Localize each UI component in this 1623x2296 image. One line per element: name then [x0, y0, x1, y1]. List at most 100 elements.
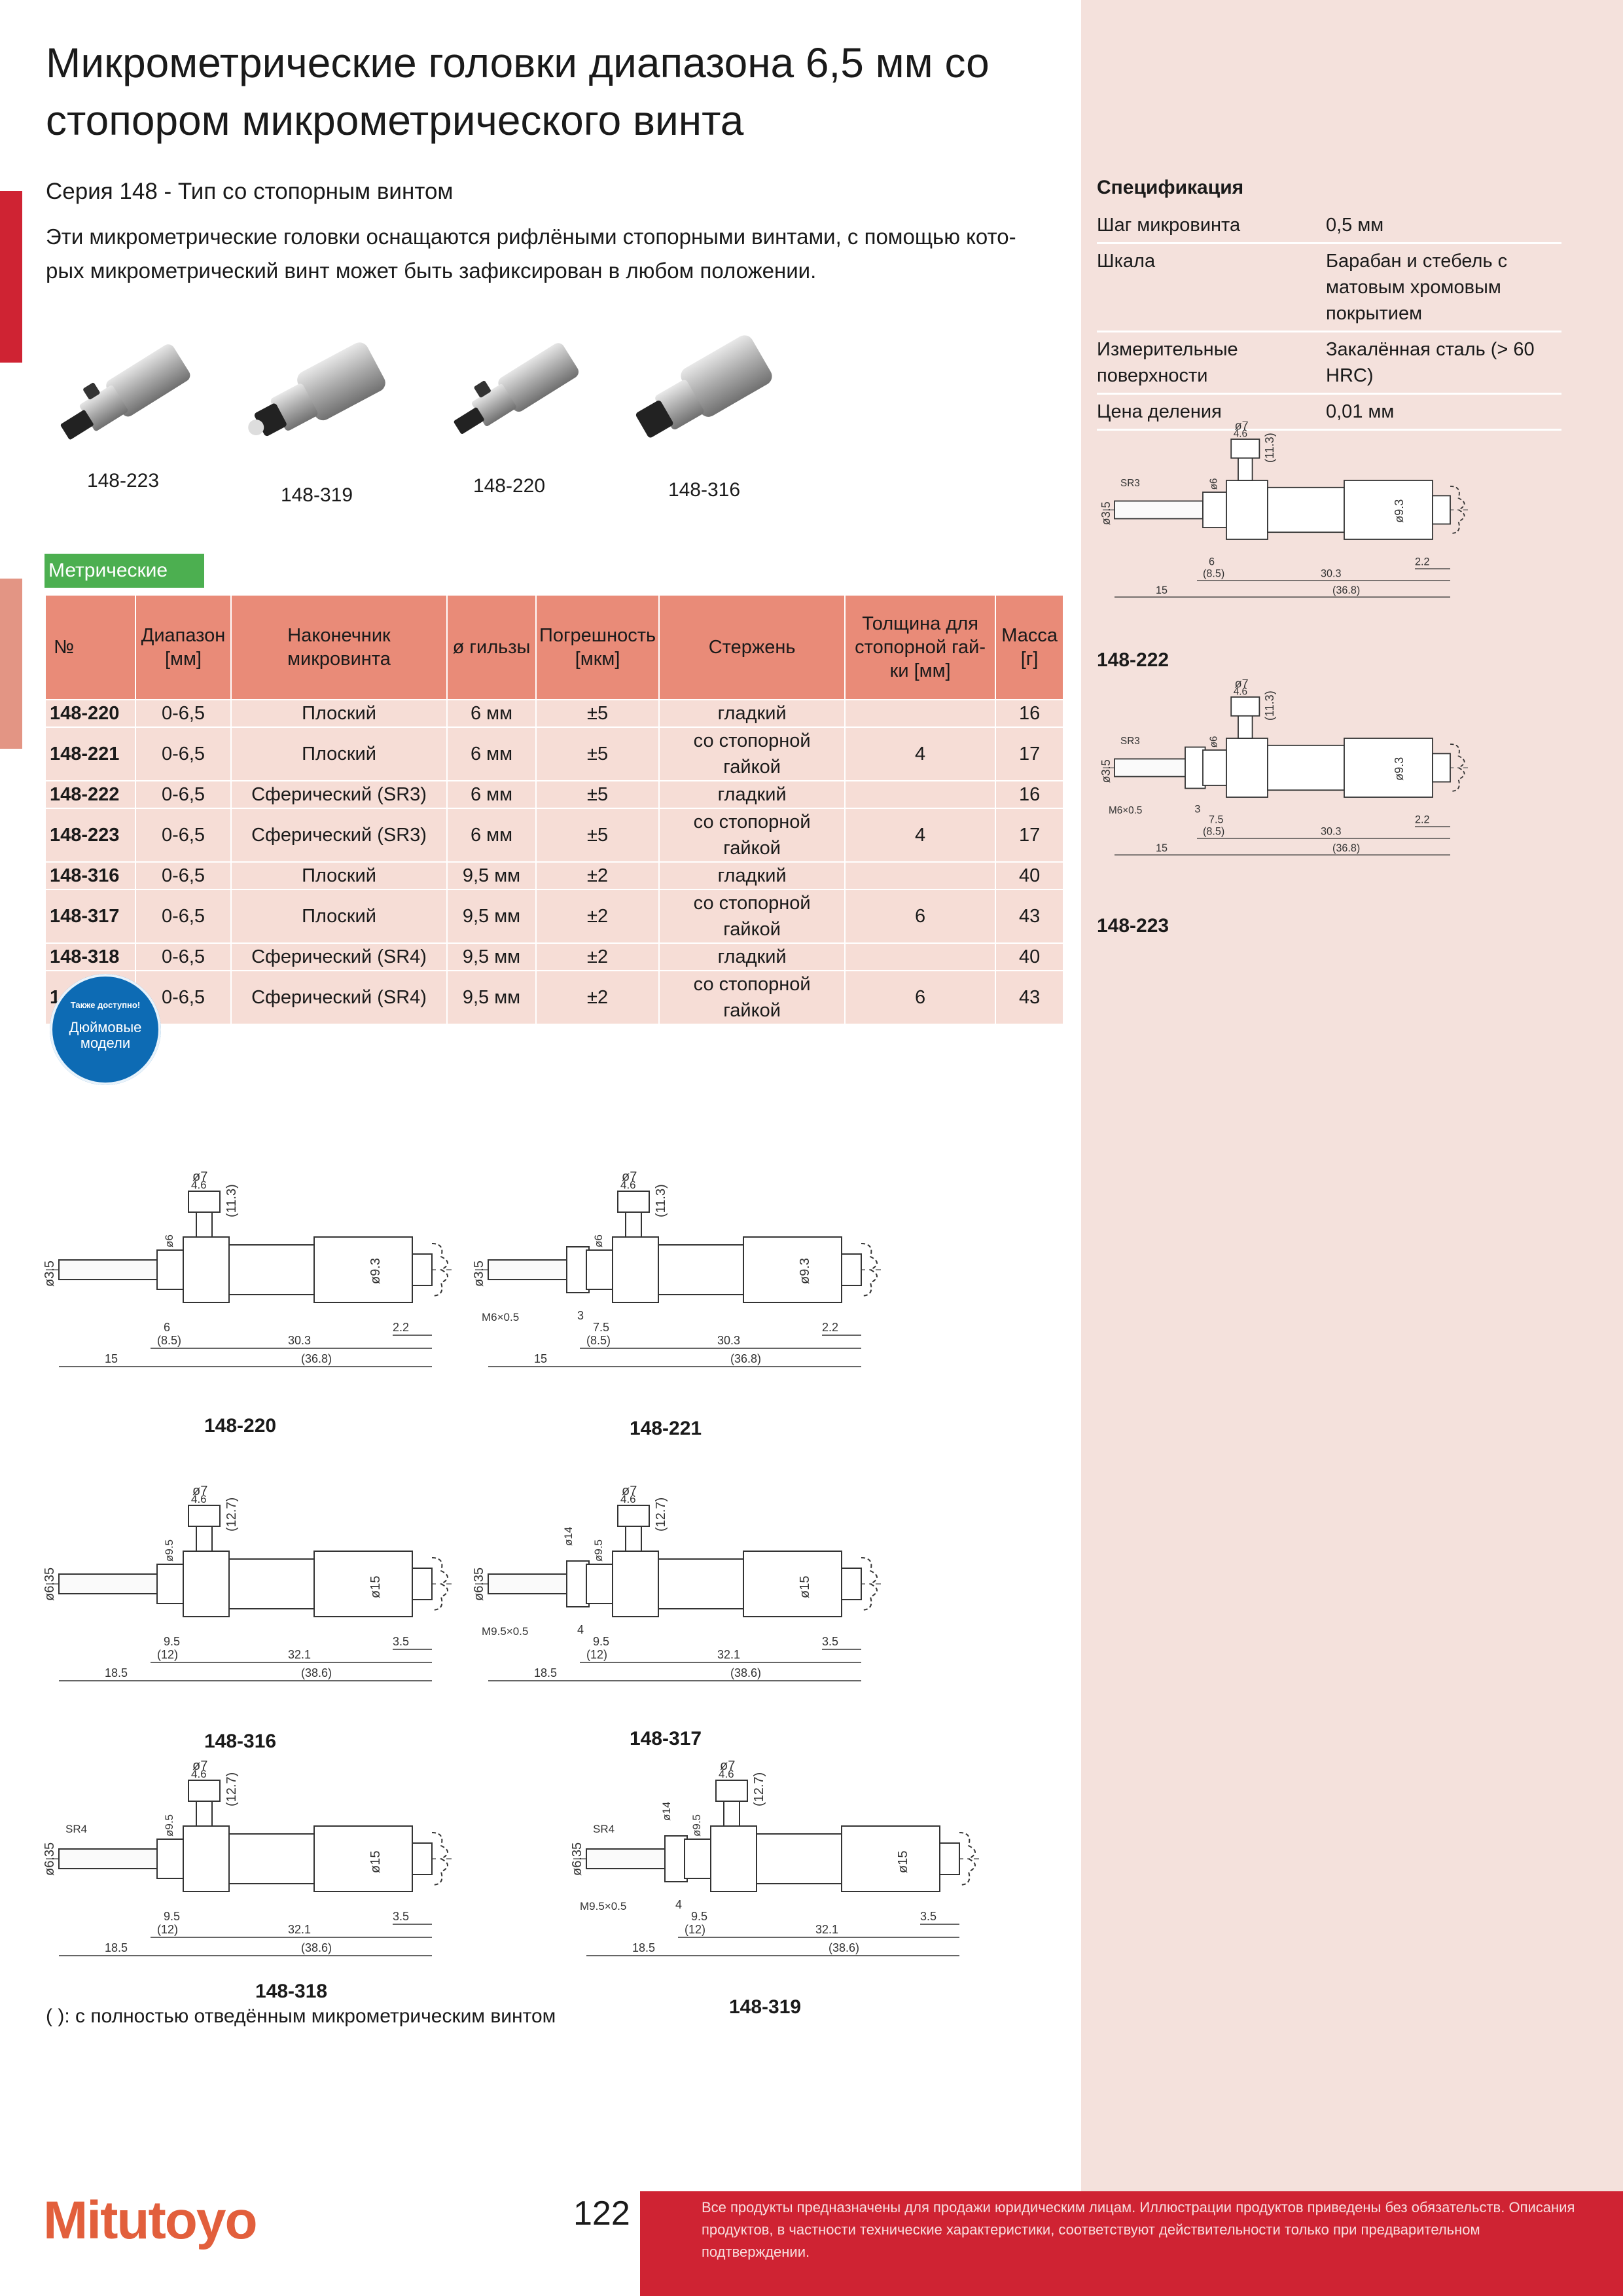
- dimension-label-d3: 32.1: [288, 1923, 311, 1936]
- table-cell: со стопорной гайкой: [658, 889, 846, 944]
- table-cell: 6: [844, 970, 997, 1025]
- dimension-label-sleeve: ø6: [1209, 478, 1220, 490]
- table-cell: 148-317: [45, 889, 136, 944]
- dimension-label-d6: (36.8): [1332, 584, 1360, 596]
- spec-key: Цена деления: [1097, 393, 1326, 431]
- drawing-caption-148-223: 148-223: [1097, 915, 1169, 937]
- dimension-label-d3: 30.3: [288, 1334, 311, 1347]
- dimension-label-d0: 4: [577, 1623, 584, 1636]
- table-cell: 4: [844, 808, 997, 863]
- dimension-label-d2: (12): [586, 1648, 607, 1661]
- photo-caption: 148-220: [473, 475, 546, 497]
- photo-caption: 148-223: [86, 470, 160, 492]
- drawing-caption-148-221: 148-221: [630, 1418, 702, 1439]
- table-cell: 43: [995, 970, 1065, 1025]
- dimension-label-sleeve: ø9.5: [163, 1814, 175, 1837]
- badge-line2: Дюймовые модели: [69, 1019, 142, 1051]
- dimension-label-d1: 9.5: [164, 1635, 180, 1648]
- table-cell: [844, 699, 997, 728]
- table-cell: Сферический (SR4): [230, 970, 448, 1025]
- dimension-label-tip: SR3: [1120, 478, 1140, 489]
- table-cell: 0-6,5: [135, 726, 232, 781]
- technical-drawing: ø7 4.6 (12.7) ø9.5 ø15 ø6.35 SR4 ø14 M9.…: [570, 1759, 979, 1956]
- table-cell: 0-6,5: [135, 808, 232, 863]
- dimension-label-d6: (36.8): [1332, 842, 1360, 854]
- spec-value: 0,01 мм: [1326, 393, 1561, 431]
- dimension-label-d4: 2.2: [393, 1321, 409, 1334]
- dimension-label-d3: 32.1: [717, 1648, 740, 1661]
- dimension-label-tip: SR3: [1120, 736, 1140, 747]
- table-cell: гладкий: [658, 780, 846, 809]
- dimension-label-shaft: ø6.35: [43, 1842, 57, 1876]
- dimension-label-d6: (36.8): [730, 1352, 761, 1365]
- dimension-label-nut: M9.5×0.5: [482, 1625, 528, 1638]
- table-cell: 17: [995, 726, 1065, 781]
- table-cell: ±2: [535, 970, 660, 1025]
- table-cell: 40: [995, 942, 1065, 971]
- table-cell: [844, 780, 997, 809]
- drawing-caption-148-220: 148-220: [204, 1415, 277, 1437]
- dimension-label-d5: 18.5: [105, 1666, 128, 1679]
- dimension-label-nut: M6×0.5: [482, 1311, 519, 1323]
- technical-drawing: ø7 4.6 (12.7) ø9.5 ø15 ø6.35 ø14 M9.5×0.…: [472, 1484, 881, 1681]
- metric-section-label: Метрические: [45, 554, 204, 588]
- table-cell: Сферический (SR3): [230, 808, 448, 863]
- dimension-label-d5: 15: [1156, 842, 1168, 854]
- col-header-stem: Стержень: [658, 594, 846, 700]
- dimension-label-d2: (12): [157, 1648, 178, 1661]
- footer-disclaimer: Все продукты предназначены для продажи ю…: [702, 2199, 1575, 2260]
- dimension-label-d2: (8.5): [1203, 826, 1224, 838]
- drawing-caption-148-319: 148-319: [729, 1996, 802, 2018]
- table-cell: ±5: [535, 699, 660, 728]
- dimension-label-tip: SR4: [593, 1823, 615, 1835]
- col-header-tip: Наконечник микровинта: [230, 594, 448, 700]
- table-cell: ±5: [535, 780, 660, 809]
- table-cell: 0-6,5: [135, 699, 232, 728]
- dimension-label-thimble: ø9.3: [368, 1258, 383, 1284]
- dimension-label-d4: 2.2: [1415, 814, 1430, 826]
- col-header-nut-thickness: Толщина для стопорной гай-ки [мм]: [844, 594, 997, 700]
- technical-drawing: ø7 4.6 (12.7) ø9.5 ø15 ø6.35 SR4 9.5 (12…: [43, 1759, 452, 1956]
- inch-models-badge[interactable]: Также доступно! Дюймовые модели: [50, 974, 161, 1085]
- dimension-label-d5: 18.5: [632, 1941, 655, 1954]
- table-cell: со стопорной гайкой: [658, 726, 846, 781]
- dimension-label-d5: 15: [105, 1352, 118, 1365]
- table-cell: Плоский: [230, 699, 448, 728]
- drawing-148-223: ø7 4.6 (11.3) ø6 ø9.3 ø3.5 SR3 M6×0.5 3 …: [1097, 677, 1474, 874]
- table-cell: Плоский: [230, 726, 448, 781]
- dimension-label-sleeve: ø6: [1209, 736, 1220, 748]
- spec-key: Измерительные поверхности: [1097, 331, 1326, 395]
- dimension-label-d3: 30.3: [1321, 826, 1342, 838]
- dimension-label-knob: ø7: [192, 1761, 207, 1773]
- table-cell: со стопорной гайкой: [658, 808, 846, 863]
- dimension-label-knob: ø7: [192, 1172, 207, 1184]
- table-cell: 6 мм: [446, 808, 537, 863]
- dimension-label-nut: M9.5×0.5: [580, 1900, 626, 1912]
- micrometer-head-image: [635, 335, 772, 438]
- technical-drawing: ø7 4.6 (12.7) ø9.5 ø15 ø6.35 9.5 (12) 32…: [43, 1484, 452, 1681]
- dimension-label-d4: 2.2: [822, 1321, 838, 1334]
- drawing-148-222: ø7 4.6 (11.3) ø6 ø9.3 ø3.5 SR3 6 (8.5) 3…: [1097, 420, 1474, 616]
- dimension-label-thimble: ø15: [896, 1851, 910, 1873]
- table-cell: Плоский: [230, 861, 448, 890]
- table-cell: 148-222: [45, 780, 136, 809]
- table-cell: 16: [995, 699, 1065, 728]
- table-cell: ±2: [535, 889, 660, 944]
- col-header-mass: Масса [г]: [995, 594, 1065, 700]
- table-cell: гладкий: [658, 699, 846, 728]
- dimension-label-d2: (8.5): [586, 1334, 611, 1347]
- drawing-148-220: ø7 4.6 (11.3) ø6 ø9.3 ø3.5 6 (8.5) 30.3 …: [39, 1170, 458, 1388]
- spec-title: Спецификация: [1097, 177, 1244, 198]
- dimension-label-sleeve: ø6: [592, 1234, 605, 1247]
- spec-key: Шкала: [1097, 243, 1326, 332]
- dimension-label-d0: 3: [577, 1309, 584, 1322]
- table-cell: 148-221: [45, 726, 136, 781]
- dimension-label-sleeve: ø6: [163, 1234, 175, 1247]
